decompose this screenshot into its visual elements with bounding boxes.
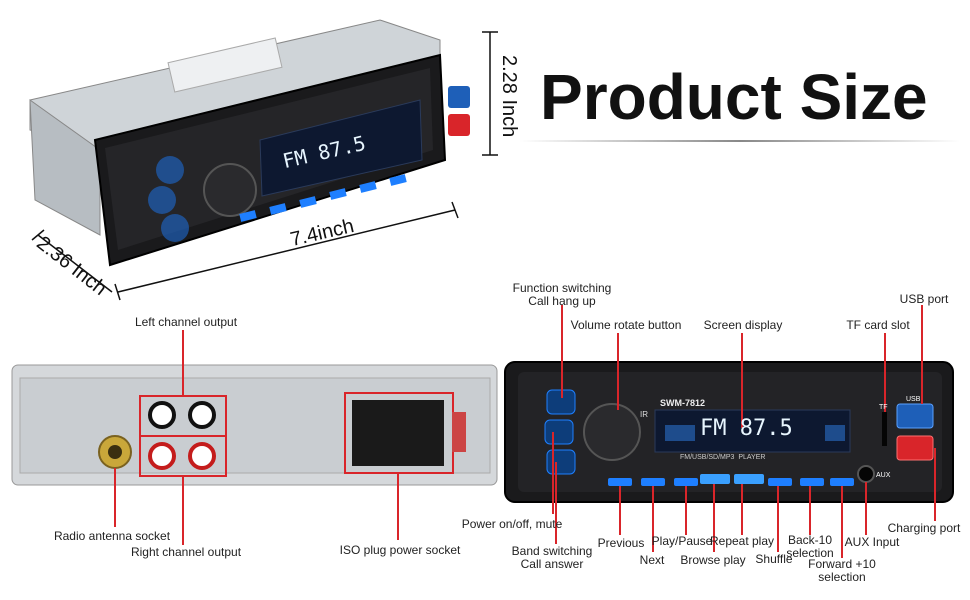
label-left-channel: Left channel output [134,315,238,329]
label-volume: Volume rotate button [570,318,682,332]
tf-label: TF [879,404,888,411]
label-band: Band switching Call answer [511,544,593,571]
front-model-label: SWM-7812 [660,398,706,408]
ir-label: IR [640,410,648,419]
label-previous: Previous [597,536,645,550]
label-usb-port: USB port [899,292,949,306]
front-subtitle-label: FM/USB/SD/MP3 PLAYER [680,454,766,461]
label-right-channel: Right channel output [130,545,242,559]
front-lcd-display: FM 87.5 [700,416,793,441]
label-play-pause: Play/Pause [651,534,713,548]
label-antenna-socket: Radio antenna socket [53,529,171,543]
label-repeat: Repeat play [709,534,775,548]
usb-label: USB [906,396,921,403]
label-function-switch: Function switching Call hang up [512,281,612,308]
aux-label: AUX [876,472,891,479]
label-charging: Charging port [887,521,961,535]
label-shuffle: Shuffle [755,552,793,566]
label-screen: Screen display [703,318,783,332]
label-forward10: Forward +10 selection [808,557,876,584]
label-iso-plug: ISO plug power socket [339,543,461,557]
label-browse: Browse play [680,553,746,567]
label-power: Power on/off, mute [461,517,563,531]
label-aux-input: AUX Input [844,535,900,549]
label-back10: Back-10 selection [786,533,834,560]
title-underline [520,140,960,142]
label-next: Next [639,553,665,567]
label-tf-slot: TF card slot [846,318,910,332]
page-title: Product Size [540,61,928,133]
